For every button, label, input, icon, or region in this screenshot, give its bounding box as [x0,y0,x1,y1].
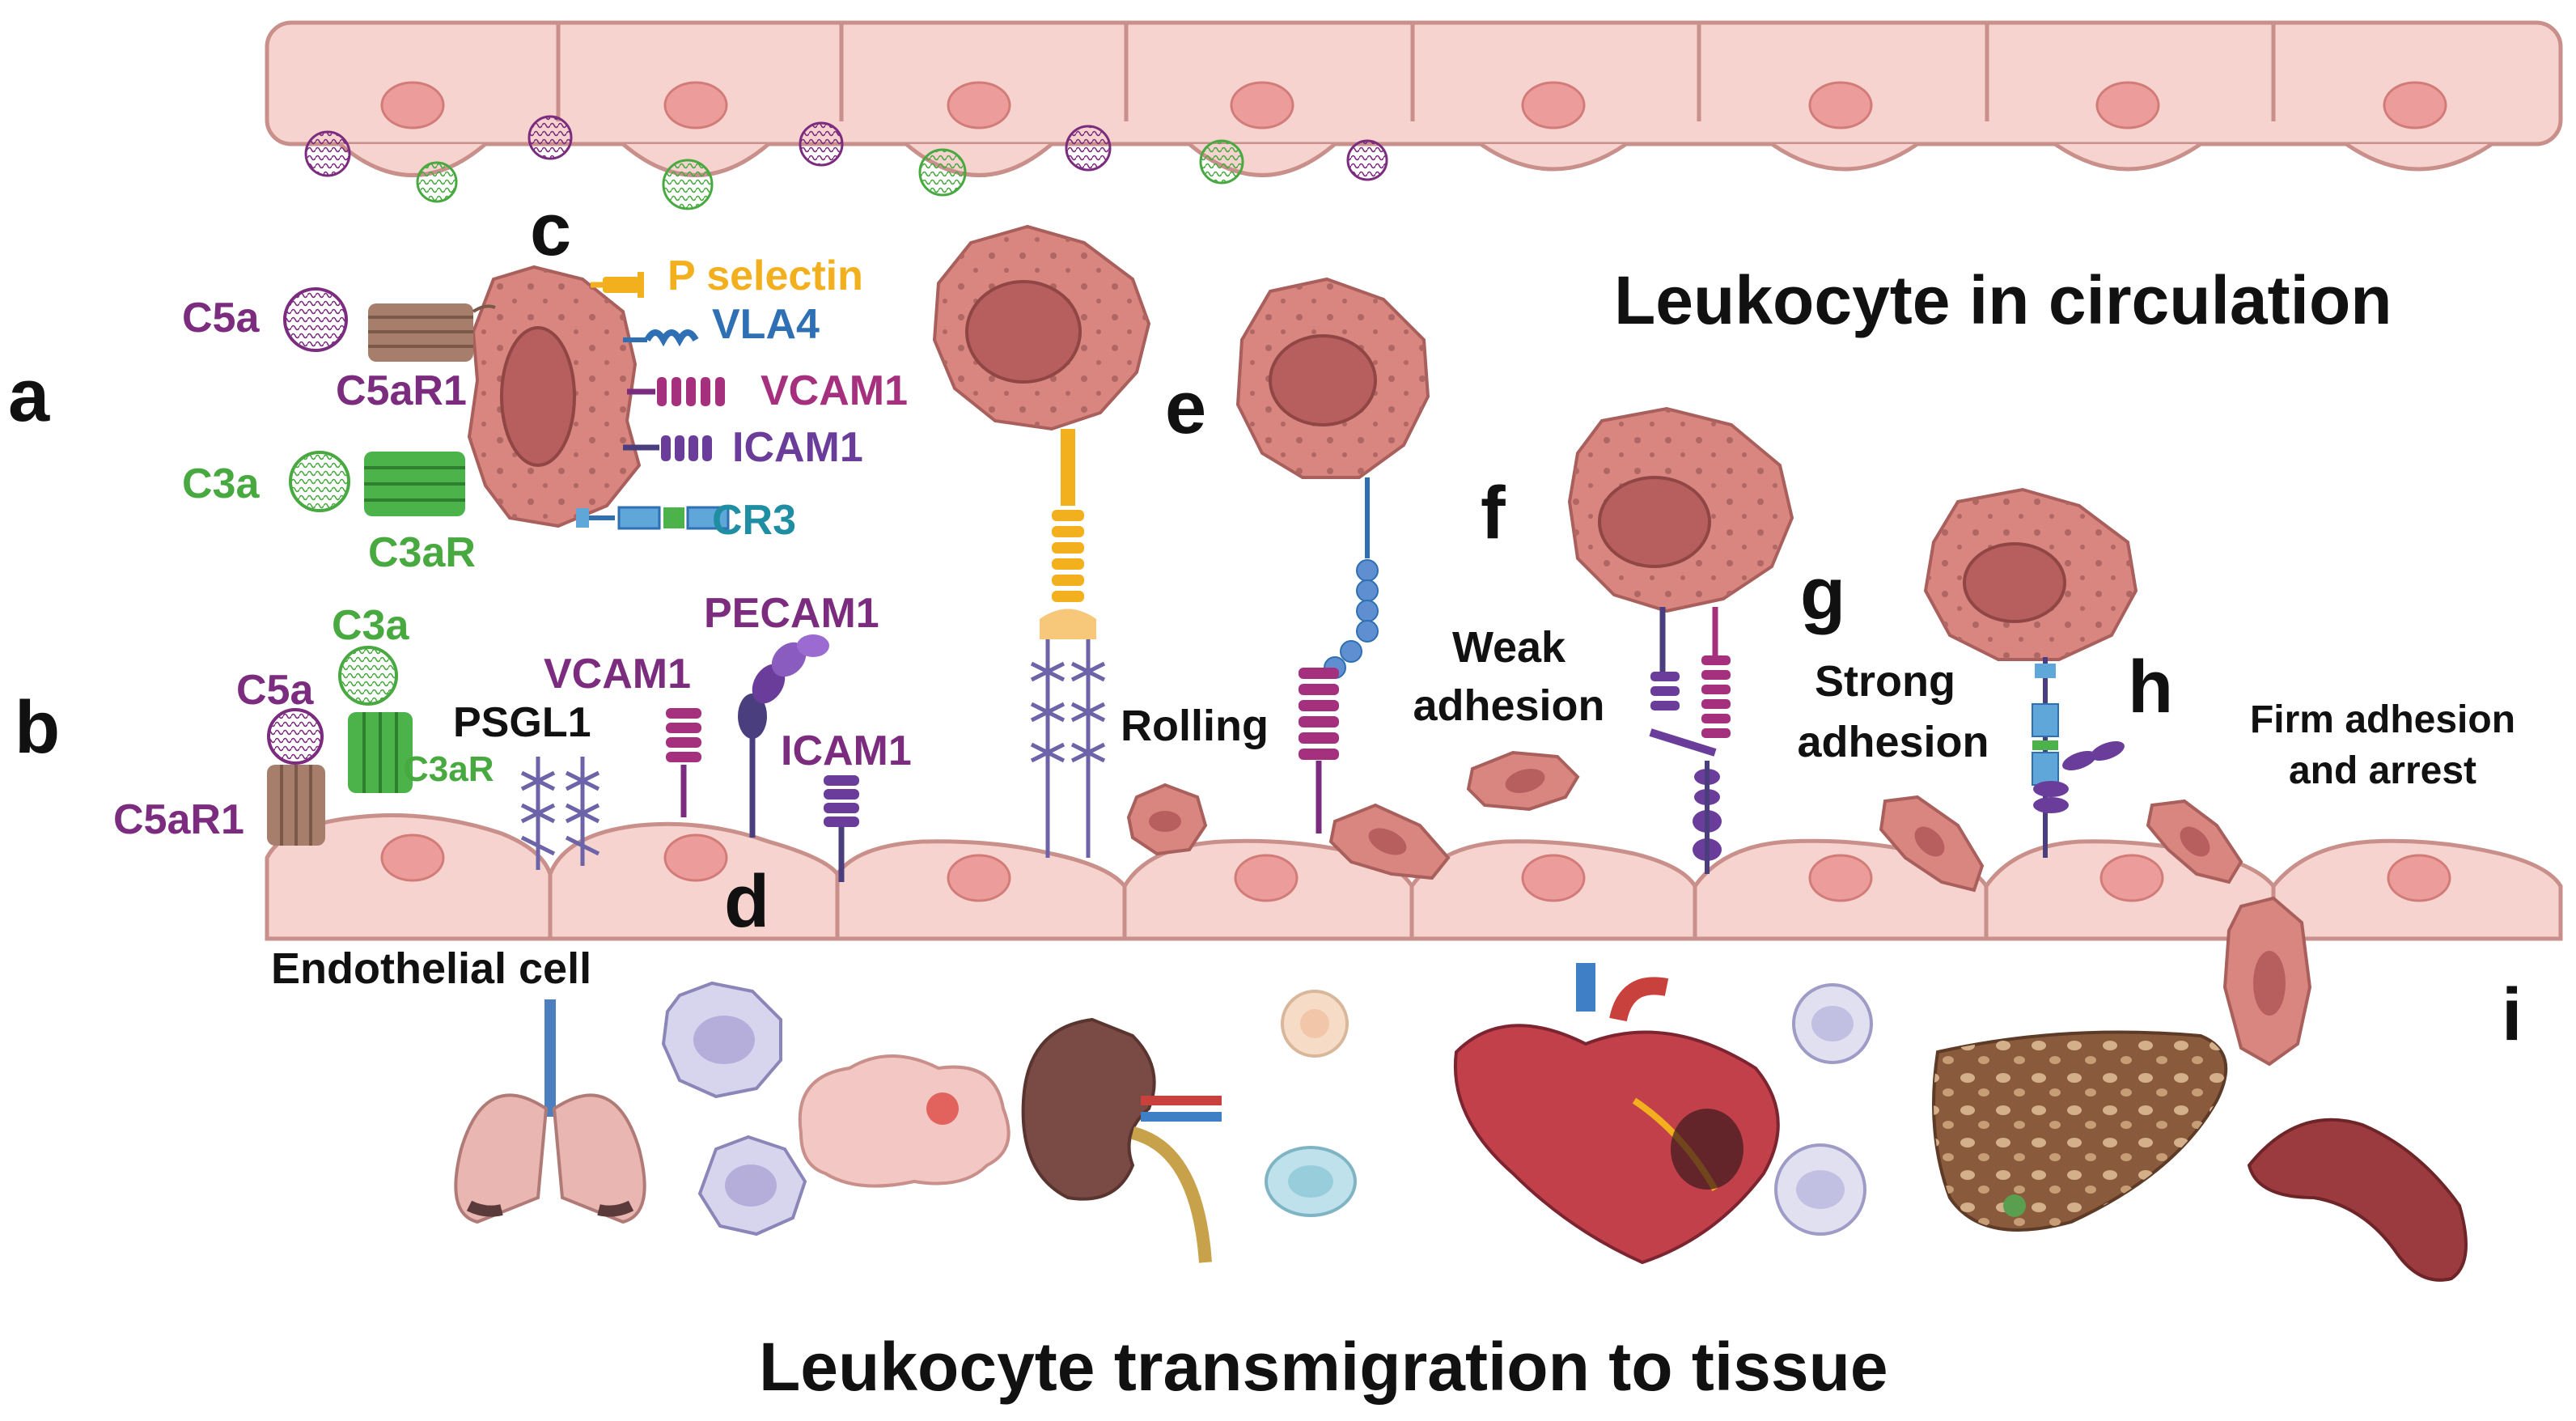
spleen-icon [2247,1118,2468,1282]
vcam1-leukocyte-icon [627,377,725,406]
kidney-icon [1021,1017,1222,1263]
liver-icon [1932,1030,2228,1232]
label-firm-adhesion-2: and arrest [2289,749,2476,792]
title-transmigration: Leukocyte transmigration to tissue [759,1329,1888,1405]
panel-label-a: a [8,354,50,437]
label-c3ar-a: C3aR [368,529,476,576]
p-selectin-bond-icon [1030,429,1106,858]
complement-c3a-icon [289,451,350,512]
cr3-icam1-bond-icon [2032,657,2125,858]
brain-icon [798,1054,1010,1188]
label-c3a-a: C3a [182,460,260,507]
endothelium-top-icon [265,20,2563,177]
label-strong-adhesion-2: adhesion [1797,718,1989,766]
panel-label-d: d [724,860,769,943]
label-icam1-a: ICAM1 [732,424,863,471]
leukocyte-a-icon [467,265,642,528]
cr3-icon [576,506,730,530]
label-firm-adhesion-1: Firm adhesion [2250,698,2515,741]
panel-label-f: f [1481,472,1506,554]
c5ar1-receptor-icon [368,303,496,362]
panel-label-i: i [2502,973,2523,1056]
label-psgl1: PSGL1 [453,699,591,746]
icam1-leukocyte-icon [623,435,712,461]
label-endothelial-cell: Endothelial cell [271,944,591,993]
label-c5ar1-a: C5aR1 [336,367,467,414]
label-pecam1: PECAM1 [704,590,879,637]
blood-cells-icon [1265,990,1357,1217]
panel-label-c: c [530,189,571,271]
leukocyte-f-icon [1235,277,1430,479]
label-c3ar-b: C3aR [403,749,494,789]
lung-icon [454,999,646,1224]
complement-c5a-icon [283,287,348,352]
pecam1-icon [738,634,829,838]
label-cr3: CR3 [712,497,796,544]
leukocyte-h-icon [1923,487,2138,661]
label-vcam1-a: VCAM1 [761,367,908,414]
panel-label-h: h [2128,646,2173,728]
p-selectin-icon [591,272,644,298]
complement-circulating-icon [304,115,1388,210]
panel-label-e: e [1165,367,1206,449]
complement-c5a-endothelial-icon [267,708,324,765]
title-circulation: Leukocyte in circulation [1614,262,2392,338]
label-vla4: VLA4 [712,301,820,348]
label-strong-adhesion-1: Strong [1815,657,1955,706]
leukocyte-e-icon [932,224,1151,431]
vla4-icon [623,329,699,347]
label-rolling: Rolling [1121,702,1269,750]
c3ar-endothelial-icon [348,712,413,793]
label-c3a-b: C3a [332,602,409,649]
label-c5a-b: C5a [236,667,314,714]
icam1-endothelial-icon [824,775,859,882]
immune-cell-icon [661,981,807,1236]
vla4-vcam1-bond-icon [1299,477,1379,834]
leukocyte-g-icon [1567,406,1794,613]
label-p-selectin: P selectin [667,252,863,299]
c5ar1-endothelial-icon [267,765,325,846]
label-weak-adhesion-1: Weak [1452,623,1566,672]
label-c5ar1-b: C5aR1 [113,796,244,843]
panel-label-g: g [1800,553,1845,635]
label-icam1-b: ICAM1 [781,727,912,774]
vcam1-endothelial-icon [666,708,701,817]
heart-icon [1453,963,1780,1265]
panel-label-b: b [15,686,60,769]
label-vcam1-b: VCAM1 [544,651,691,698]
complement-c3a-endothelial-icon [338,646,398,706]
c3ar-receptor-icon [364,452,465,516]
icam1-vcam1-bond-icon [1649,607,1731,874]
label-weak-adhesion-2: adhesion [1413,681,1604,730]
endothelium-bottom-icon [265,813,2563,941]
label-c5a-a: C5a [182,295,260,341]
immune-cell-pair-icon [1774,983,1873,1236]
psgl1-icon [520,757,600,870]
